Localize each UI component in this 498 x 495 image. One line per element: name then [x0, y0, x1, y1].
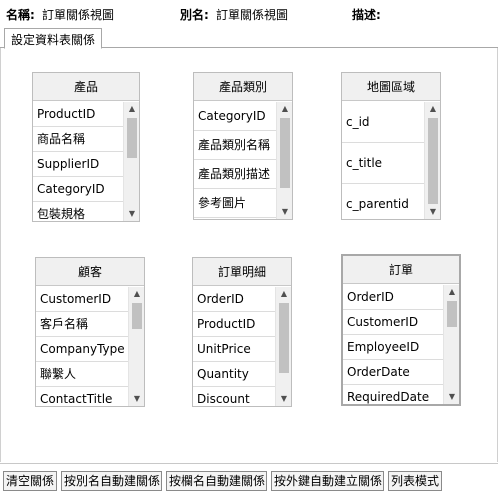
- alias-label: 別名:: [180, 8, 209, 22]
- field-item[interactable]: 產品類別名稱: [194, 131, 292, 160]
- vertical-scrollbar[interactable]: ▲ ▼: [123, 102, 139, 221]
- field-item[interactable]: ContactTitle: [36, 387, 144, 406]
- scroll-up-arrow-icon[interactable]: ▲: [429, 104, 437, 113]
- scroll-up-arrow-icon[interactable]: ▲: [280, 289, 288, 298]
- field-item[interactable]: CompanyType: [36, 337, 144, 362]
- field-item[interactable]: EmployeeID: [343, 335, 459, 360]
- table-title[interactable]: 地圖區域: [342, 73, 440, 101]
- scroll-up-arrow-icon[interactable]: ▲: [133, 289, 141, 298]
- field-item[interactable]: CategoryID: [194, 102, 292, 131]
- field-item[interactable]: 包裝規格: [33, 202, 139, 221]
- table-title[interactable]: 訂單: [343, 256, 459, 284]
- field-item[interactable]: c_title: [342, 143, 440, 184]
- scroll-down-arrow-icon[interactable]: ▼: [280, 394, 288, 403]
- field-item[interactable]: SupplierID: [33, 152, 139, 177]
- clear-relations-button[interactable]: 清空關係: [3, 471, 57, 491]
- field-item[interactable]: RequiredDate: [343, 385, 459, 404]
- scroll-down-arrow-icon[interactable]: ▼: [133, 394, 141, 403]
- footer-toolbar: 清空關係 按別名自動建關係 按欄名自動建關係 按外鍵自動建立關係 列表模式: [0, 463, 498, 495]
- field-item[interactable]: CategoryID: [33, 177, 139, 202]
- table-card-map-regions[interactable]: 地圖區域 c_id c_title c_parentid ▲ ▼: [341, 72, 441, 220]
- header: 名稱: 訂單關係視圖 別名: 訂單關係視圖 描述:: [0, 0, 498, 26]
- auto-relate-by-foreign-key-button[interactable]: 按外鍵自動建立關係: [271, 471, 384, 491]
- field-item[interactable]: UnitPrice: [193, 337, 291, 362]
- table-title[interactable]: 產品類別: [194, 73, 292, 101]
- field-item[interactable]: 參考圖片: [194, 189, 292, 218]
- relation-canvas: 產品 ProductID 商品名稱 SupplierID CategoryID …: [0, 48, 498, 462]
- field-item[interactable]: 客戶名稱: [36, 312, 144, 337]
- table-field-list: OrderID CustomerID EmployeeID OrderDate …: [343, 285, 459, 404]
- vertical-scrollbar[interactable]: ▲ ▼: [424, 102, 440, 219]
- list-mode-button[interactable]: 列表模式: [388, 471, 442, 491]
- field-item[interactable]: c_parentid: [342, 184, 440, 219]
- field-item[interactable]: CustomerID: [36, 287, 144, 312]
- scroll-up-arrow-icon[interactable]: ▲: [128, 104, 136, 113]
- table-field-list: CustomerID 客戶名稱 CompanyType 聯繫人 ContactT…: [36, 287, 144, 406]
- name-label: 名稱:: [6, 8, 35, 22]
- table-card-products[interactable]: 產品 ProductID 商品名稱 SupplierID CategoryID …: [32, 72, 140, 222]
- field-item[interactable]: 商品名稱: [33, 127, 139, 152]
- scrollbar-thumb[interactable]: [279, 303, 289, 373]
- field-item[interactable]: Quantity: [193, 362, 291, 387]
- field-item[interactable]: Discount: [193, 387, 291, 406]
- table-field-list: ProductID 商品名稱 SupplierID CategoryID 包裝規…: [33, 102, 139, 221]
- field-item[interactable]: 產品類別描述: [194, 160, 292, 189]
- scrollbar-thumb[interactable]: [447, 301, 457, 327]
- auto-relate-by-alias-button[interactable]: 按別名自動建關係: [61, 471, 162, 491]
- table-field-list: CategoryID 產品類別名稱 產品類別描述 參考圖片 ▲ ▼: [194, 102, 292, 219]
- scroll-down-arrow-icon[interactable]: ▼: [429, 207, 437, 216]
- scrollbar-thumb[interactable]: [280, 118, 290, 188]
- scroll-down-arrow-icon[interactable]: ▼: [281, 207, 289, 216]
- table-field-list: c_id c_title c_parentid ▲ ▼: [342, 102, 440, 219]
- field-item[interactable]: c_id: [342, 102, 440, 143]
- scroll-down-arrow-icon[interactable]: ▼: [448, 392, 456, 401]
- tab-bar: 設定資料表關係: [0, 28, 498, 49]
- table-card-customers[interactable]: 顧客 CustomerID 客戶名稱 CompanyType 聯繫人 Conta…: [35, 257, 145, 407]
- alias-value: 訂單關係視圖: [216, 8, 289, 22]
- scrollbar-thumb[interactable]: [428, 118, 438, 204]
- scrollbar-thumb[interactable]: [132, 303, 142, 329]
- name-value: 訂單關係視圖: [42, 8, 115, 22]
- field-item[interactable]: ProductID: [33, 102, 139, 127]
- field-item[interactable]: OrderDate: [343, 360, 459, 385]
- table-title[interactable]: 訂單明細: [193, 258, 291, 286]
- table-card-order-details[interactable]: 訂單明細 OrderID ProductID UnitPrice Quantit…: [192, 257, 292, 407]
- vertical-scrollbar[interactable]: ▲ ▼: [128, 287, 144, 406]
- vertical-scrollbar[interactable]: ▲ ▼: [275, 287, 291, 406]
- table-card-product-categories[interactable]: 產品類別 CategoryID 產品類別名稱 產品類別描述 參考圖片 ▲ ▼: [193, 72, 293, 220]
- scrollbar-thumb[interactable]: [127, 118, 137, 158]
- field-item[interactable]: OrderID: [343, 285, 459, 310]
- field-item[interactable]: OrderID: [193, 287, 291, 312]
- field-item[interactable]: ProductID: [193, 312, 291, 337]
- scroll-up-arrow-icon[interactable]: ▲: [281, 104, 289, 113]
- tab-table-relations[interactable]: 設定資料表關係: [4, 28, 103, 49]
- table-card-orders[interactable]: 訂單 OrderID CustomerID EmployeeID OrderDa…: [341, 254, 461, 406]
- field-item[interactable]: 聯繫人: [36, 362, 144, 387]
- vertical-scrollbar[interactable]: ▲ ▼: [443, 285, 459, 404]
- table-title[interactable]: 顧客: [36, 258, 144, 286]
- field-item[interactable]: CustomerID: [343, 310, 459, 335]
- scroll-up-arrow-icon[interactable]: ▲: [448, 287, 456, 296]
- table-title[interactable]: 產品: [33, 73, 139, 101]
- auto-relate-by-column-button[interactable]: 按欄名自動建關係: [166, 471, 267, 491]
- description-label: 描述:: [352, 8, 381, 22]
- scroll-down-arrow-icon[interactable]: ▼: [128, 209, 136, 218]
- vertical-scrollbar[interactable]: ▲ ▼: [276, 102, 292, 219]
- table-field-list: OrderID ProductID UnitPrice Quantity Dis…: [193, 287, 291, 406]
